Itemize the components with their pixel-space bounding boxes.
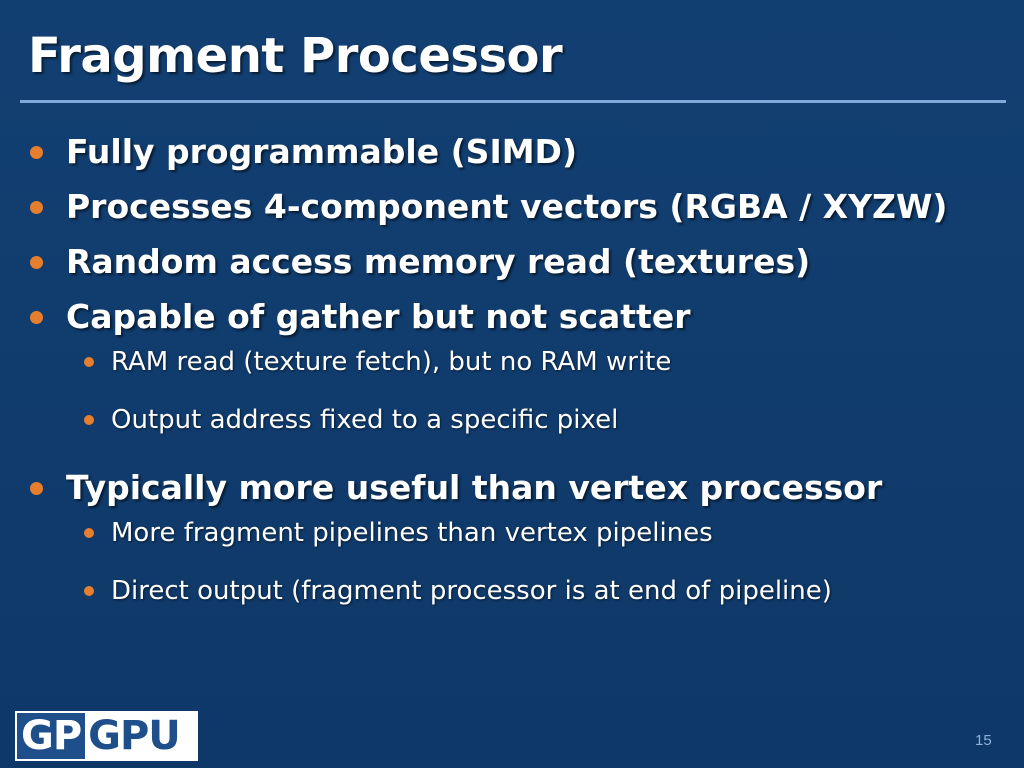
sub-bullet-item: Direct output (fragment processor is at …: [0, 573, 1024, 631]
sub-bullet-item: Output address fixed to a specific pixel: [0, 402, 1024, 460]
bullet-text: Random access memory read (textures): [66, 242, 811, 281]
logo-text-gp: GP: [17, 713, 86, 759]
bullet-dot-icon: [30, 482, 43, 495]
sub-bullet-text: Output address fixed to a specific pixel: [111, 405, 619, 435]
page-number: 15: [975, 732, 992, 749]
sub-bullet-text: RAM read (texture fetch), but no RAM wri…: [111, 347, 672, 377]
sub-bullet-dot-icon: [84, 357, 94, 367]
bullet-item: Capable of gather but not scatter: [0, 289, 1024, 344]
bullet-list: Fully programmable (SIMD) Processes 4-co…: [0, 124, 1024, 631]
bullet-item: Random access memory read (textures): [0, 234, 1024, 289]
sub-bullet-dot-icon: [84, 528, 94, 538]
bullet-dot-icon: [30, 311, 43, 324]
bullet-dot-icon: [30, 146, 43, 159]
sub-bullet-dot-icon: [84, 586, 94, 596]
bullet-text: Fully programmable (SIMD): [66, 132, 578, 171]
bullet-dot-icon: [30, 256, 43, 269]
sub-bullet-item: More fragment pipelines than vertex pipe…: [0, 515, 1024, 573]
sub-bullet-item: RAM read (texture fetch), but no RAM wri…: [0, 344, 1024, 402]
bullet-item: Typically more useful than vertex proces…: [0, 460, 1024, 515]
sub-bullet-text: More fragment pipelines than vertex pipe…: [111, 518, 713, 548]
bullet-text: Processes 4-component vectors (RGBA / XY…: [66, 187, 948, 226]
bullet-item: Fully programmable (SIMD): [0, 124, 1024, 179]
bullet-text: Capable of gather but not scatter: [66, 297, 691, 336]
logo-text-gpu: GPU: [88, 713, 181, 759]
bullet-item: Processes 4-component vectors (RGBA / XY…: [0, 179, 1024, 234]
sub-bullet-dot-icon: [84, 415, 94, 425]
gpgpu-logo: GP GPU: [15, 711, 198, 761]
slide-title: Fragment Processor: [28, 28, 563, 84]
title-divider: [20, 100, 1006, 103]
bullet-dot-icon: [30, 201, 43, 214]
sub-bullet-text: Direct output (fragment processor is at …: [111, 576, 832, 606]
bullet-text: Typically more useful than vertex proces…: [66, 468, 883, 507]
